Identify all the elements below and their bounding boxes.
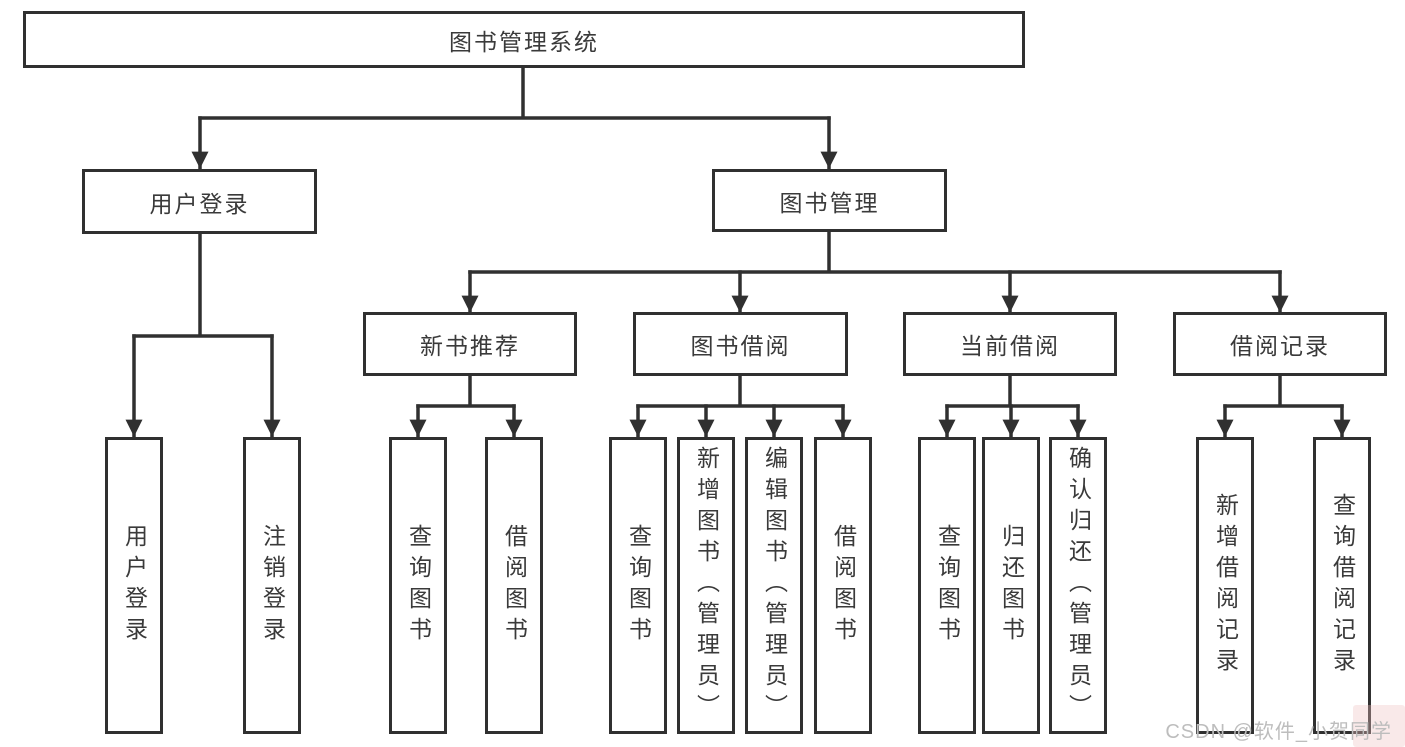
node-book-borrow: 图书借阅 <box>633 312 848 376</box>
watermark-haze <box>1353 705 1405 747</box>
leaf-recommend-borrow-books: 借阅图书 <box>485 437 543 734</box>
node-label: 新增借阅记录 <box>1212 492 1239 679</box>
node-label: 查询图书 <box>405 523 432 648</box>
node-label: 图书管理 <box>779 189 880 216</box>
leaf-borrow-edit-books-admin: 编辑图书（管理员） <box>745 437 803 734</box>
leaf-borrow-borrow-books: 借阅图书 <box>814 437 872 734</box>
node-label: 归还图书 <box>998 523 1025 648</box>
node-label: 借阅记录 <box>1230 333 1330 359</box>
leaf-current-confirm-return-admin: 确认归还（管理员） <box>1049 437 1107 734</box>
leaf-current-return-books: 归还图书 <box>982 437 1040 734</box>
leaf-borrow-add-books-admin: 新增图书（管理员） <box>677 437 735 734</box>
leaf-user-logout: 注销登录 <box>243 437 301 734</box>
leaf-records-add-record: 新增借阅记录 <box>1196 437 1254 734</box>
node-label: 查询图书 <box>625 523 652 648</box>
node-label: 借阅图书 <box>830 523 857 648</box>
node-root-library-management-system: 图书管理系统 <box>23 11 1025 68</box>
leaf-records-query-record: 查询借阅记录 <box>1313 437 1371 734</box>
node-label: 当前借阅 <box>960 333 1060 359</box>
node-borrow-records: 借阅记录 <box>1173 312 1387 376</box>
csdn-watermark: CSDN @软件_小贺同学 <box>1165 721 1392 743</box>
leaf-user-login: 用户登录 <box>105 437 163 734</box>
node-label: 借阅图书 <box>501 523 528 648</box>
node-label: 注销登录 <box>259 523 286 648</box>
node-new-book-recommend: 新书推荐 <box>363 312 577 376</box>
leaf-current-query-books: 查询图书 <box>918 437 976 734</box>
node-label: 新书推荐 <box>420 333 520 359</box>
node-label: 图书借阅 <box>690 333 791 359</box>
node-current-borrow: 当前借阅 <box>903 312 1117 376</box>
node-label: 查询借阅记录 <box>1329 492 1356 679</box>
node-label: 图书管理系统 <box>449 28 599 55</box>
leaf-borrow-query-books: 查询图书 <box>609 437 667 734</box>
node-label: 确认归还（管理员） <box>1065 446 1092 725</box>
leaf-recommend-query-books: 查询图书 <box>389 437 447 734</box>
node-label: 新增图书（管理员） <box>693 446 720 725</box>
node-label: 查询图书 <box>934 523 961 648</box>
node-label: 用户登录 <box>121 523 148 648</box>
node-label: 编辑图书（管理员） <box>761 446 788 725</box>
node-book-management: 图书管理 <box>712 169 947 232</box>
node-label: 用户登录 <box>149 190 250 217</box>
node-user-login: 用户登录 <box>82 169 317 234</box>
